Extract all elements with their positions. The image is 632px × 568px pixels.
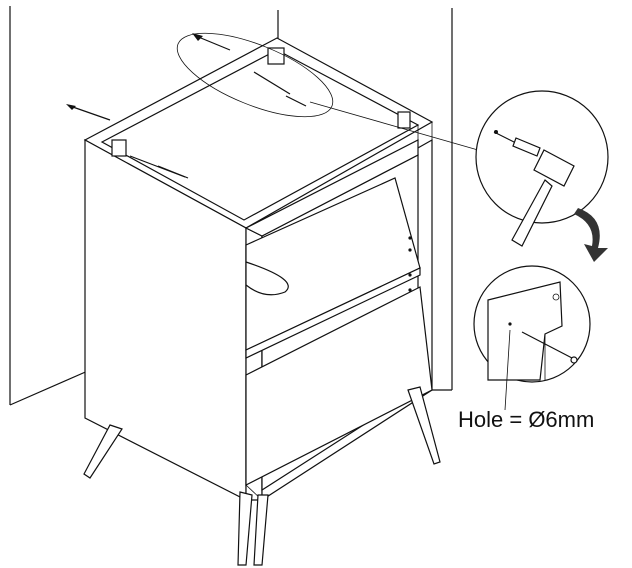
highlight-ellipse bbox=[176, 32, 334, 118]
rotate-arrow-icon bbox=[574, 208, 608, 262]
cabinet bbox=[83, 37, 434, 502]
screws bbox=[66, 33, 307, 179]
leader-line bbox=[309, 101, 479, 151]
callout-screw bbox=[473, 265, 591, 411]
hole-diameter-label: Hole = Ø6mm bbox=[458, 407, 595, 432]
callout-hammer bbox=[475, 90, 609, 262]
legs bbox=[83, 386, 441, 566]
